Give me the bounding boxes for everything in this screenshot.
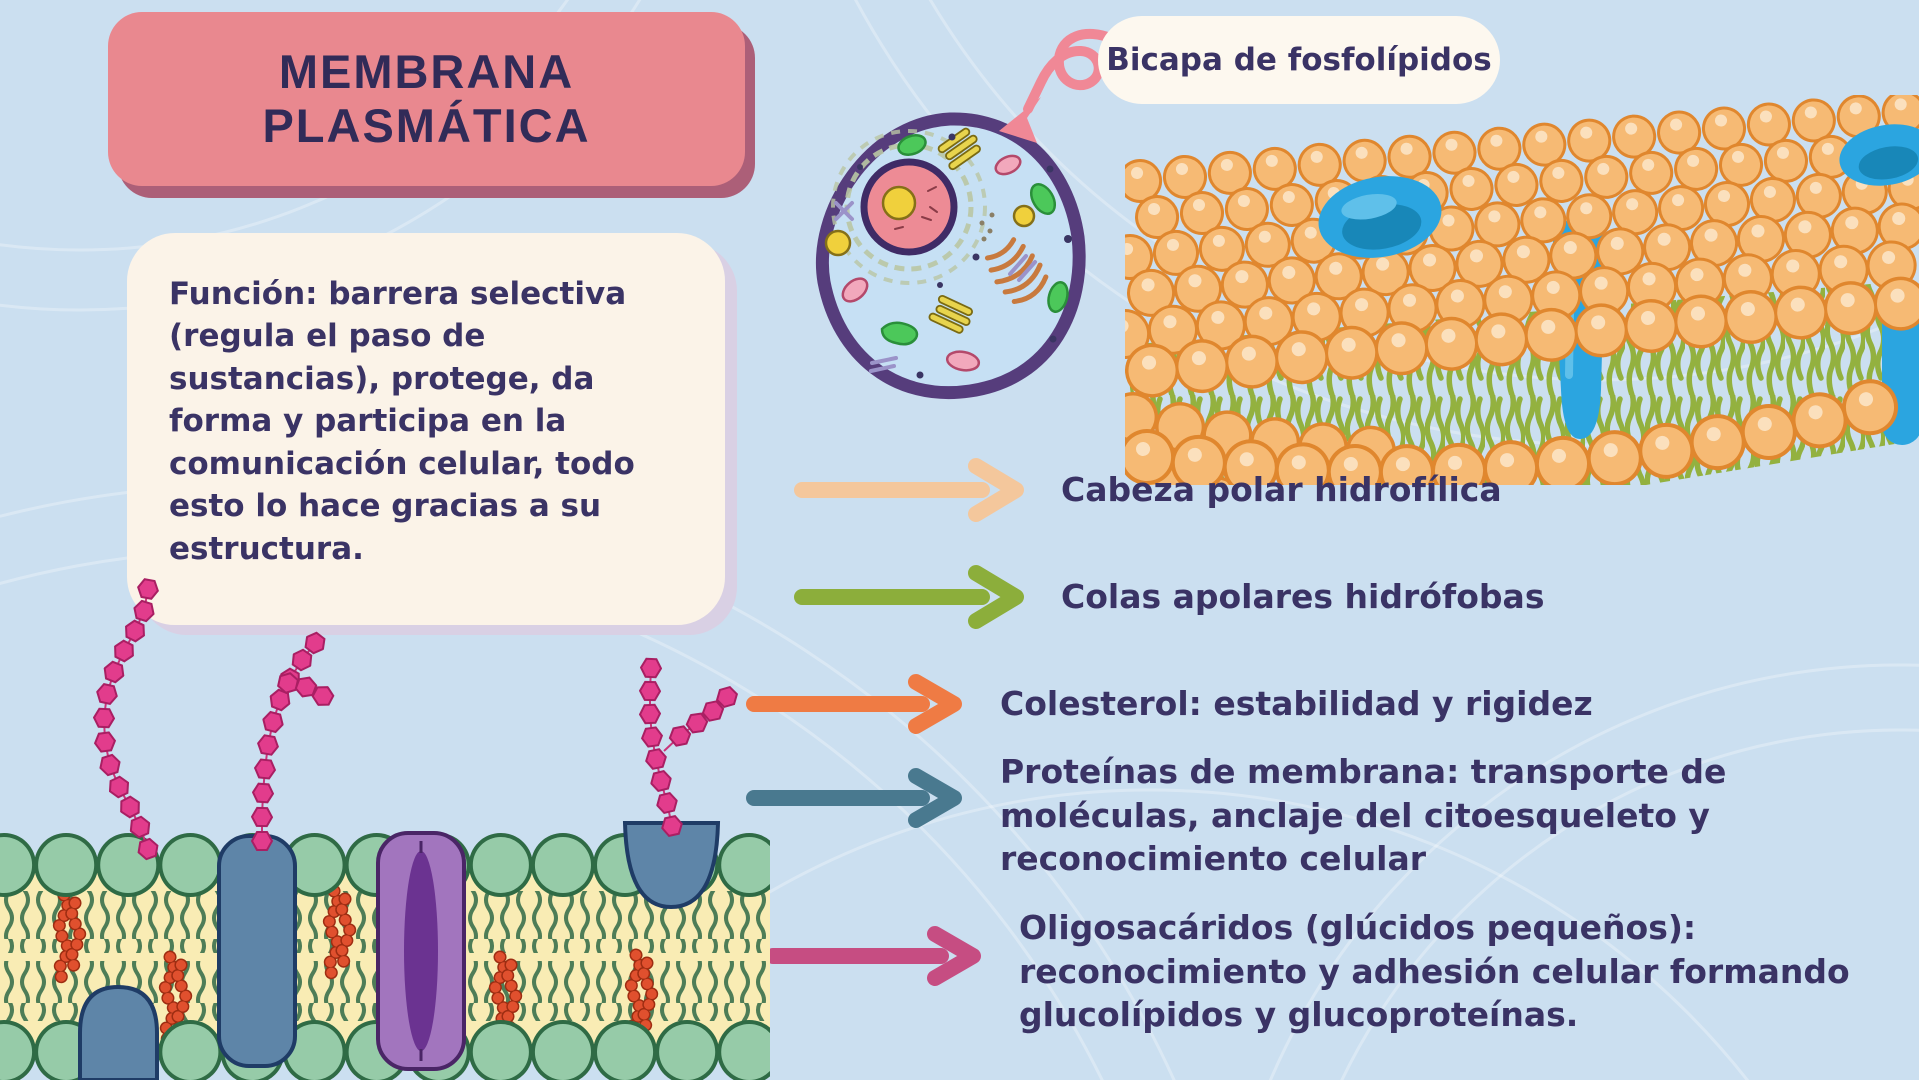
legend-label-oligosacaridos: Oligosacáridos (glúcidos pequeños): reco… bbox=[1019, 908, 1850, 1035]
page-title: MEMBRANA PLASMÁTICA bbox=[262, 44, 591, 152]
curly-arrow-icon bbox=[999, 28, 1118, 143]
function-box: Función: barrera selectiva (regula el pa… bbox=[127, 233, 725, 625]
legend-row-oligosacaridos: Oligosacáridos (glúcidos pequeños): reco… bbox=[763, 906, 1850, 1037]
animal-cell-illustration bbox=[816, 112, 1086, 399]
legend-row-colesterol: Colesterol: estabilidad y rigidez bbox=[744, 670, 1593, 738]
arrow-icon-colas-apolares bbox=[794, 565, 1024, 629]
membrane-cross-section-illustration bbox=[0, 555, 770, 1080]
legend-label-cabeza-polar: Cabeza polar hidrofílica bbox=[1061, 470, 1502, 510]
arrow-icon-proteinas bbox=[746, 768, 962, 828]
legend-row-proteinas: Proteínas de membrana: transporte de mol… bbox=[744, 750, 1726, 881]
function-description: Función: barrera selectiva (regula el pa… bbox=[169, 276, 635, 567]
arrow-icon-colesterol bbox=[746, 674, 962, 734]
legend-row-colas-apolares: Colas apolares hidrófobas bbox=[790, 563, 1544, 631]
legend-label-colas-apolares: Colas apolares hidrófobas bbox=[1061, 577, 1545, 617]
arrow-icon-oligosacaridos bbox=[765, 926, 981, 986]
bilayer-illustration bbox=[1125, 95, 1919, 485]
bilayer-label: Bicapa de fosfolípidos bbox=[1106, 42, 1492, 78]
legend-label-proteinas: Proteínas de membrana: transporte de mol… bbox=[1000, 752, 1727, 879]
title-box: MEMBRANA PLASMÁTICA bbox=[108, 12, 745, 186]
bilayer-label-pill: Bicapa de fosfolípidos bbox=[1098, 16, 1500, 104]
legend-label-colesterol: Colesterol: estabilidad y rigidez bbox=[1000, 684, 1593, 724]
legend-row-cabeza-polar: Cabeza polar hidrofílica bbox=[790, 456, 1502, 524]
arrow-icon-cabeza-polar bbox=[794, 458, 1024, 522]
